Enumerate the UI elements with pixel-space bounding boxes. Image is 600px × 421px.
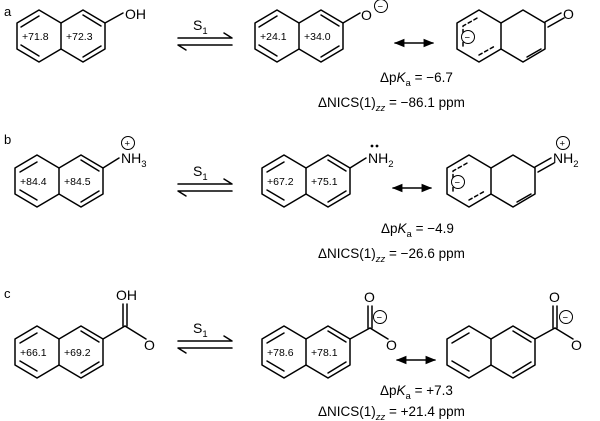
excitation-equilibrium-c: S1 <box>177 320 233 354</box>
dpka-a: ΔpKa = −6.7 <box>380 70 453 89</box>
nics-left-ring: +66.1 <box>20 347 47 359</box>
molecule-quinoid-a: O − <box>456 6 574 63</box>
nics-left-ring: +71.8 <box>22 31 49 43</box>
ring-charge-b: − <box>455 178 461 189</box>
dpka-b: ΔpKa = −4.9 <box>381 221 454 240</box>
nics-left-ring-excited: +67.2 <box>267 176 294 188</box>
panel-label-b: b <box>4 132 11 147</box>
resonance-substituent-o: O <box>563 6 574 22</box>
ring-charge-a: − <box>465 33 471 44</box>
panel-c: c O OH +66.1 +69.2 S1 O <box>4 286 582 421</box>
dpka-c: ΔpKa = +7.3 <box>380 383 453 402</box>
oxide-charge: − <box>378 2 384 13</box>
excitation-equilibrium-b: S1 <box>177 163 233 197</box>
dnics-a: ΔNICS(1)zz = −86.1 ppm <box>318 95 465 114</box>
ammonium-charge: + <box>125 139 131 150</box>
excitation-label: S <box>193 17 202 33</box>
nics-right-ring-excited: +75.1 <box>311 176 338 188</box>
resonance-substituent-nh2: NH2 <box>553 150 579 170</box>
panel-a: a OH +71.8 +72.3 S1 O − +24.1 +3 <box>4 0 574 114</box>
molecule-naphthoate-resonance: O O − <box>446 289 582 379</box>
nics-right-ring: +84.5 <box>64 176 91 188</box>
resonance-oxide-o: O <box>571 337 582 353</box>
molecule-quinoid-b: NH2 + − <box>446 136 579 208</box>
panel-label-a: a <box>4 4 12 19</box>
molecule-naphthoic-acid: O OH +66.1 +69.2 <box>14 287 155 379</box>
dnics-b: ΔNICS(1)zz = −26.6 ppm <box>318 246 465 265</box>
excited-carbonyl-o: O <box>364 289 375 305</box>
acid-substituent-oh: OH <box>125 6 146 22</box>
dnics-c: ΔNICS(1)zz = +21.4 ppm <box>318 404 465 421</box>
nics-right-ring-excited: +78.1 <box>311 347 338 359</box>
acid-hydroxyl-oh: OH <box>116 287 137 303</box>
nics-left-ring: +84.4 <box>20 176 47 188</box>
molecule-naphthylamine: NH2 +67.2 +75.1 <box>261 144 394 208</box>
excited-oxide-o: O <box>386 337 397 353</box>
resonance-carboxylate-charge: − <box>563 313 569 324</box>
nics-left-ring-excited: +78.6 <box>267 347 294 359</box>
acid-substituent-nh3: NH3 <box>121 150 147 170</box>
carboxylate-charge: − <box>377 313 383 324</box>
molecule-naphtholate: O − +24.1 +34.0 <box>254 0 388 63</box>
svg-text:S1: S1 <box>193 17 208 37</box>
nics-right-ring: +72.3 <box>66 31 93 43</box>
nics-left-ring-excited: +24.1 <box>260 31 287 43</box>
panel-b: b NH3 + +84.4 +84.5 S1 NH2 +67.2 <box>4 132 579 265</box>
acid-carbonyl-o: O <box>144 337 155 353</box>
iminium-charge: + <box>560 139 566 150</box>
excitation-subscript: 1 <box>202 26 207 37</box>
excitation-equilibrium-a: S1 <box>177 17 233 51</box>
nics-right-ring: +69.2 <box>64 347 91 359</box>
svg-text:S1: S1 <box>193 163 208 183</box>
molecule-2-naphthol: OH +71.8 +72.3 <box>16 6 146 63</box>
molecule-naphthylammonium: NH3 + +84.4 +84.5 <box>14 136 147 208</box>
nics-right-ring-excited: +34.0 <box>304 31 331 43</box>
resonance-carbonyl-o: O <box>549 289 560 305</box>
excited-substituent-nh2: NH2 <box>368 150 394 170</box>
excited-substituent-o: O <box>361 7 372 23</box>
molecule-naphthoate: O O − +78.6 +78.1 <box>261 289 397 379</box>
svg-text:S1: S1 <box>193 320 208 340</box>
panel-label-c: c <box>4 286 11 301</box>
